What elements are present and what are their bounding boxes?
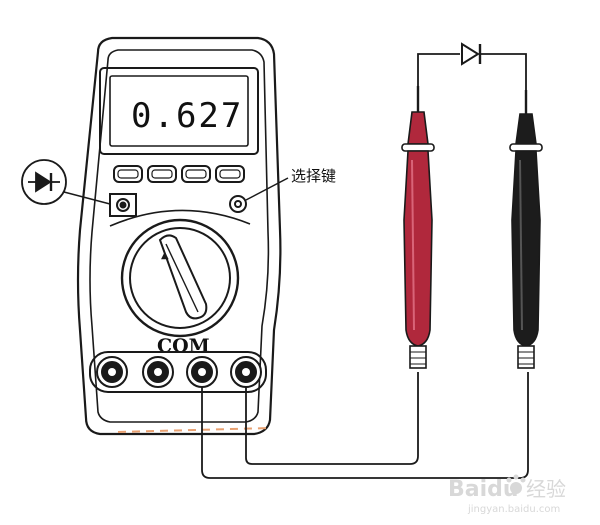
watermark: Baidu 经验 jingyan.baidu.com: [448, 474, 566, 515]
multimeter-icon: [76, 36, 282, 436]
diode-symbol-icon: [21, 159, 67, 205]
com-label: COM: [157, 335, 210, 357]
black-probe-icon: [509, 90, 543, 369]
select-key-label: 选择键: [291, 167, 336, 185]
function-buttons[interactable]: [113, 165, 245, 183]
watermark-suffix: 经验: [526, 477, 566, 501]
diode-callout-line: [63, 191, 111, 205]
select-key-button[interactable]: [229, 195, 247, 213]
jack-3[interactable]: [186, 356, 218, 388]
dashed-lead-mark: [117, 427, 271, 433]
diode-mode-button[interactable]: [109, 193, 137, 217]
test-leads: [201, 372, 529, 479]
red-probe-icon: [401, 86, 435, 369]
watermark-url: jingyan.baidu.com: [467, 504, 560, 515]
select-key-pointer: [245, 177, 289, 201]
svg-text:▲: ▲: [161, 250, 169, 261]
function-button-4[interactable]: [215, 165, 245, 183]
diode-under-test: [417, 42, 527, 90]
jack-4[interactable]: [230, 356, 262, 388]
baidu-paw-icon: [506, 474, 526, 494]
function-button-2[interactable]: [147, 165, 177, 183]
jack-1[interactable]: [96, 356, 128, 388]
function-button-3[interactable]: [181, 165, 211, 183]
jack-com[interactable]: [142, 356, 174, 388]
rotary-dial-icon[interactable]: ▲: [109, 209, 251, 338]
lcd-reading: 0.627: [131, 96, 243, 136]
function-button-1[interactable]: [113, 165, 143, 183]
input-jacks: [89, 351, 267, 393]
